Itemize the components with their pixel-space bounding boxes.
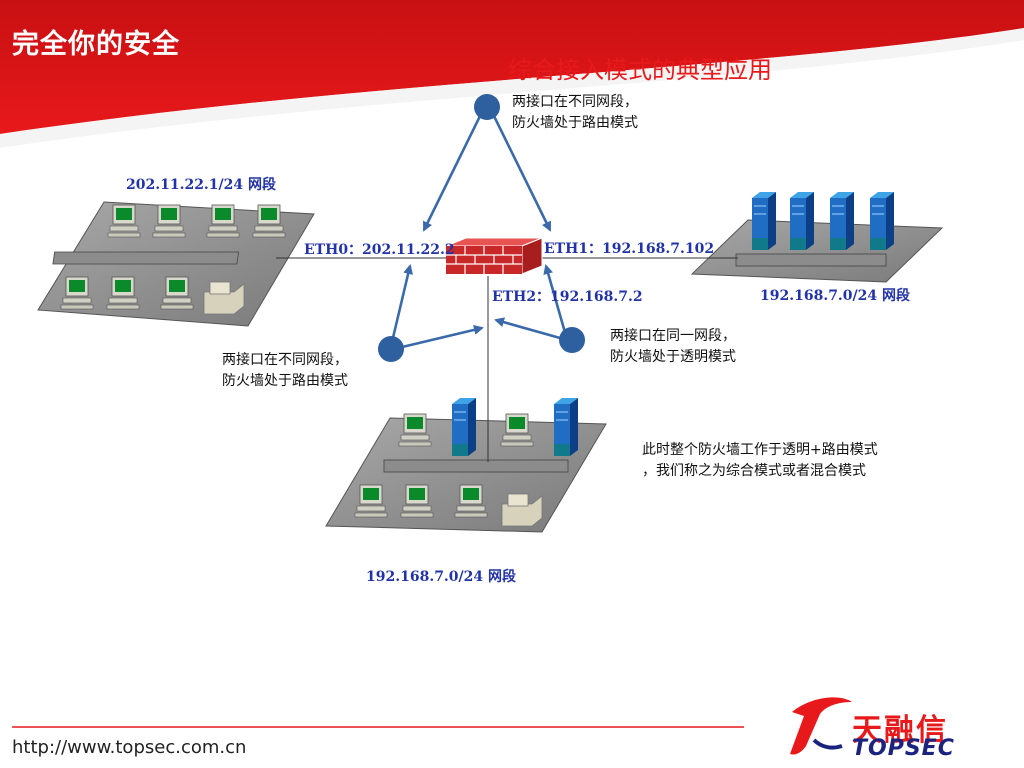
annotation-dot-top [474, 94, 500, 120]
note-summary-line-2: ，我们称之为综合模式或者混合模式 [642, 463, 866, 479]
note-left: 两接口在不同网段， 防火墙处于路由模式 [222, 350, 348, 392]
slide-title: 综合接入模式的典型应用 [508, 56, 772, 84]
topsec-logo-mark [790, 697, 852, 755]
note-right-line-2: 防火墙处于透明模式 [610, 349, 736, 365]
note-top-line-2: 防火墙处于路由模式 [512, 115, 638, 131]
note-left-line-2: 防火墙处于路由模式 [222, 373, 348, 389]
right-network-label: 192.168.7.0/24 网段 [760, 288, 911, 304]
right-network-platform [690, 191, 944, 283]
note-right: 两接口在同一网段， 防火墙处于透明模式 [610, 326, 736, 368]
bottom-network-platform [325, 397, 607, 533]
logo-text-en: TOPSEC [852, 736, 955, 761]
note-left-line-1: 两接口在不同网段， [222, 352, 348, 368]
left-network-label: 202.11.22.1/24 网段 [126, 177, 277, 193]
firewall-icon [445, 237, 543, 275]
annotation-dot-left [378, 336, 404, 362]
note-top-line-1: 两接口在不同网段， [512, 94, 638, 110]
note-right-line-1: 两接口在同一网段， [610, 328, 736, 344]
eth0-label: ETH0：202.11.22.2 [304, 242, 455, 258]
header-banner [0, 0, 1024, 134]
annotation-dot-right [559, 327, 585, 353]
note-summary-line-1: 此时整个防火墙工作于透明+路由模式 [642, 442, 878, 458]
logo-text-cn: 天融信 [852, 713, 948, 748]
note-summary: 此时整个防火墙工作于透明+路由模式 ，我们称之为综合模式或者混合模式 [642, 440, 878, 482]
bottom-network-label: 192.168.7.0/24 网段 [366, 569, 517, 585]
left-network-platform [37, 201, 315, 327]
note-top: 两接口在不同网段， 防火墙处于路由模式 [512, 92, 638, 134]
eth1-label: ETH1：192.168.7.102 [544, 241, 715, 257]
footer-url[interactable]: http://www.topsec.com.cn [12, 737, 247, 758]
brand-slogan: 完全你的安全 [12, 29, 180, 60]
eth2-label: ETH2：192.168.7.2 [492, 289, 643, 305]
